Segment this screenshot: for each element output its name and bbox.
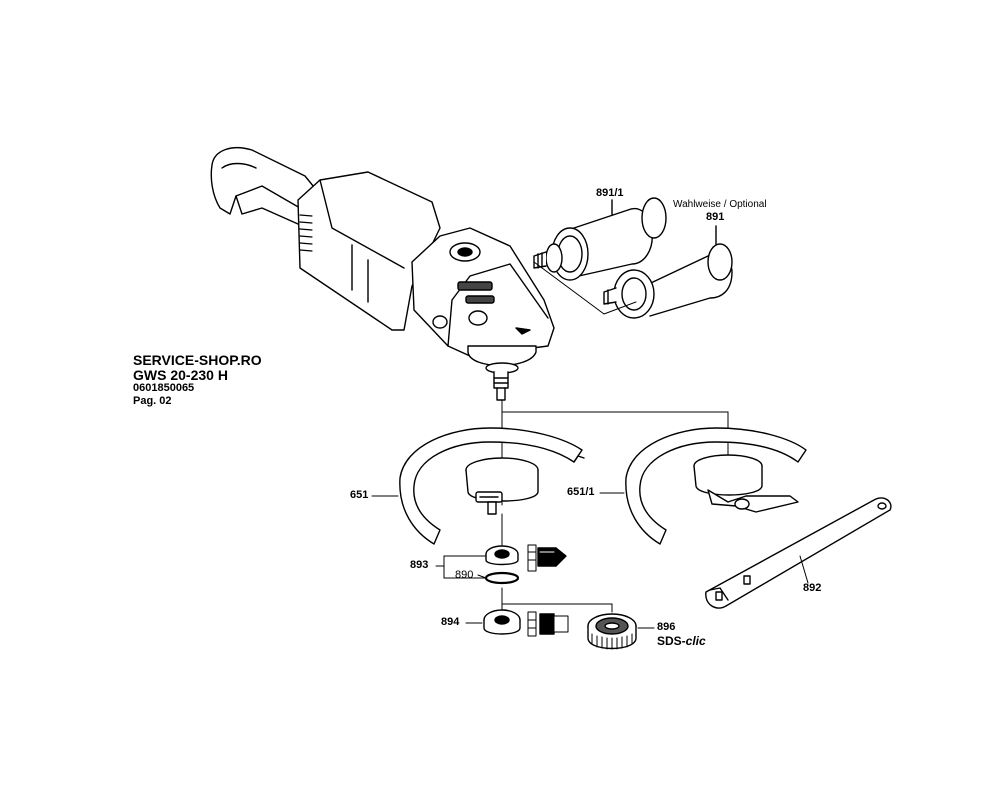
callout-893: 893 [410, 559, 429, 571]
side-handle-891-1 [533, 197, 667, 281]
sds-clic-label: SDS-clic [657, 634, 706, 648]
flange-893 [435, 513, 520, 585]
angle-grinder-body [210, 147, 555, 401]
callout-891-1: 891/1 [596, 187, 624, 199]
callout-892: 892 [803, 582, 822, 594]
sds-clic-nut-896 [587, 603, 655, 650]
callout-651-1: 651/1 [567, 486, 595, 498]
shop-name: SERVICE-SHOP.RO [133, 352, 262, 368]
callout-891: 891 [706, 211, 725, 223]
callout-890: 890 [455, 569, 474, 581]
pin-spanner-892 [705, 497, 892, 609]
sds-suffix: clic [685, 634, 706, 648]
page-number: Pag. 02 [133, 394, 172, 407]
callout-894: 894 [441, 616, 460, 628]
wheel-guard-651-1 [599, 427, 807, 545]
sds-prefix: SDS- [657, 634, 686, 648]
part-number: 0601850065 [133, 382, 195, 395]
model-name: GWS 20-230 H [133, 366, 228, 383]
callout-896: 896 [657, 621, 676, 633]
title-block: SERVICE-SHOP.RO GWS 20-230 H 0601850065 … [133, 353, 262, 407]
mounting-pictogram-893 [527, 544, 567, 572]
optional-note: Wahlweise / Optional [673, 199, 767, 210]
clamping-nut-894 [465, 587, 613, 635]
callout-651: 651 [350, 489, 369, 501]
wheel-guard-651 [371, 427, 585, 545]
mounting-pictogram-894 [527, 611, 569, 637]
